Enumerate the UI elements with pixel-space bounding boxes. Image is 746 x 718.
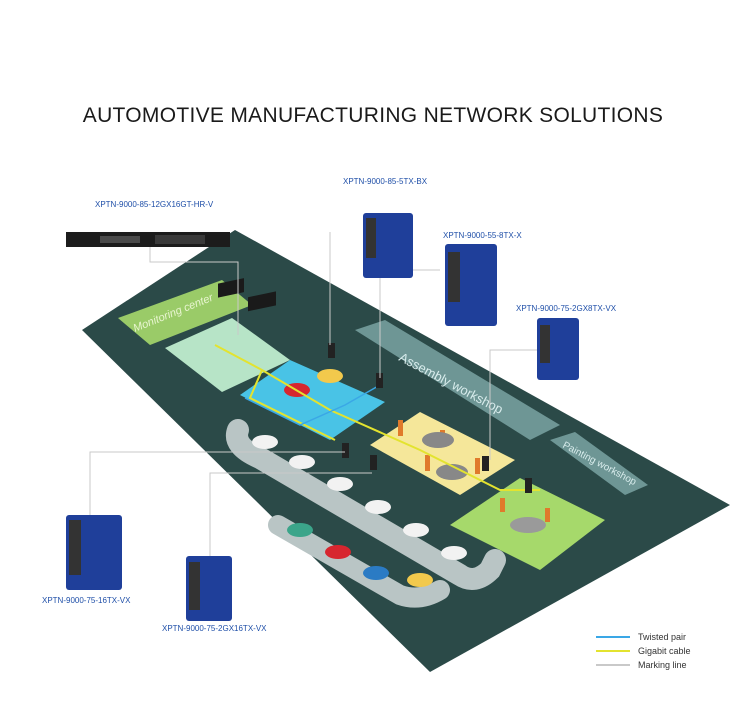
rack-switch-device: [66, 232, 230, 247]
din-switch-device: [445, 244, 497, 326]
car-yellow: [317, 369, 343, 383]
legend-item: Twisted pair: [596, 630, 691, 644]
device-label: XPTN-9000-75-2GX8TX-VX: [516, 304, 617, 313]
robot-assembly-area: [370, 412, 515, 495]
parking-track: [268, 515, 450, 608]
parked-cars: [287, 523, 433, 587]
din-switch-device: [537, 318, 579, 380]
legend-swatch: [596, 650, 630, 652]
car-frame: [436, 464, 468, 480]
din-switch-device: [363, 213, 413, 278]
monitor-screen: [248, 291, 276, 312]
gigabit-cable: [248, 369, 336, 441]
device-label: XPTN-9000-75-2GX16TX-VX: [162, 624, 267, 633]
monitoring-room: [165, 318, 290, 392]
device-label: XPTN-9000-75-16TX-VX: [42, 596, 131, 605]
car-frame: [422, 432, 454, 448]
conveyor-track: [226, 419, 506, 590]
din-switch-device: [186, 556, 232, 621]
floor-switches: [328, 343, 532, 493]
painting-workshop-zone: [550, 432, 648, 495]
car-row: [252, 435, 467, 560]
legend: Twisted pair Gigabit cable Marking line: [596, 630, 691, 672]
device-label: XPTN-9000-85-12GX16GT-HR-V: [95, 200, 214, 209]
assembly-workshop-zone: [355, 320, 560, 440]
legend-item: Marking line: [596, 658, 691, 672]
legend-label: Twisted pair: [638, 632, 687, 642]
legend-swatch: [596, 664, 630, 666]
legend-swatch: [596, 636, 630, 638]
legend-item: Gigabit cable: [596, 644, 691, 658]
gigabit-cable: [214, 344, 540, 491]
twisted-pair-cable: [244, 384, 381, 426]
page-title: AUTOMOTIVE MANUFACTURING NETWORK SOLUTIO…: [82, 104, 664, 127]
din-switch-device: [66, 515, 122, 590]
device-label: XPTN-9000-85-5TX-BX: [343, 177, 428, 186]
device-label: XPTN-9000-55-8TX-X: [443, 231, 522, 240]
legend-label: Gigabit cable: [638, 646, 691, 656]
car-frame: [510, 517, 546, 533]
legend-label: Marking line: [638, 660, 687, 670]
